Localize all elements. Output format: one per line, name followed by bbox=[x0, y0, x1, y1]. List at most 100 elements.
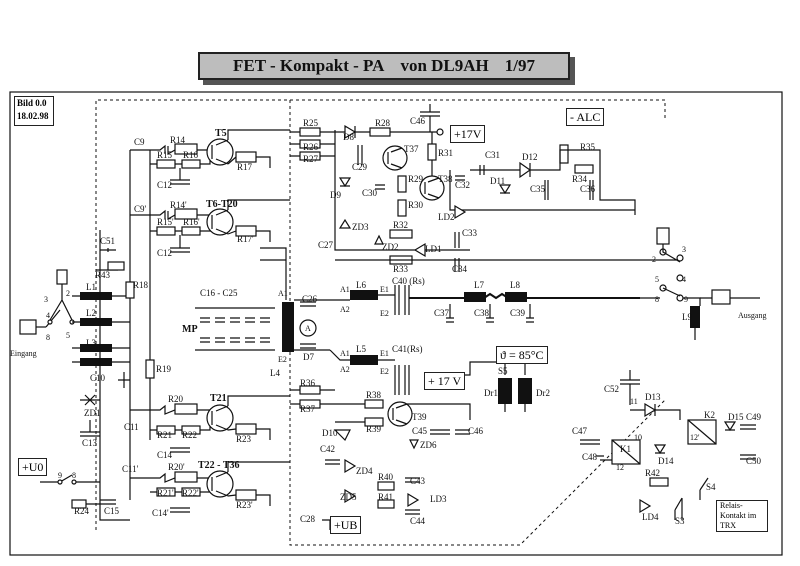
svg-text:R16: R16 bbox=[183, 150, 199, 160]
svg-text:R18: R18 bbox=[133, 280, 149, 290]
drain-resistors bbox=[290, 127, 335, 409]
svg-text:2: 2 bbox=[66, 289, 70, 298]
svg-text:R34: R34 bbox=[572, 174, 588, 184]
svg-text:R37: R37 bbox=[300, 404, 316, 414]
label-c41: C41(Rs) bbox=[392, 344, 423, 354]
svg-text:12: 12 bbox=[616, 463, 624, 472]
svg-text:R14': R14' bbox=[170, 200, 187, 210]
svg-text:L4: L4 bbox=[270, 368, 280, 378]
svg-text:R32: R32 bbox=[393, 220, 408, 230]
label-ausgang: Ausgang bbox=[738, 311, 766, 320]
svg-text:5: 5 bbox=[655, 275, 659, 284]
output-filter bbox=[329, 285, 760, 395]
svg-text:A2: A2 bbox=[340, 365, 350, 374]
svg-text:R20': R20' bbox=[168, 462, 185, 472]
ammeter bbox=[299, 319, 317, 337]
potentiometer-r35 bbox=[559, 144, 569, 164]
svg-text:R40: R40 bbox=[378, 472, 394, 482]
svg-text:S4: S4 bbox=[706, 482, 716, 492]
zener-zd2 bbox=[374, 234, 384, 245]
zener-zd3 bbox=[338, 218, 352, 229]
svg-text:C30: C30 bbox=[362, 188, 378, 198]
inductor-l7 bbox=[464, 292, 486, 302]
svg-text:R33: R33 bbox=[393, 264, 409, 274]
svg-text:C45: C45 bbox=[412, 426, 428, 436]
svg-text:R22: R22 bbox=[182, 430, 197, 440]
svg-text:S3: S3 bbox=[675, 516, 685, 526]
svg-text:2: 2 bbox=[652, 255, 656, 264]
svg-text:ZD3: ZD3 bbox=[352, 222, 369, 232]
figure-id: Bild 0.0 bbox=[17, 98, 47, 108]
svg-text:L1: L1 bbox=[86, 282, 96, 292]
svg-text:C35: C35 bbox=[530, 184, 546, 194]
svg-text:R17: R17 bbox=[237, 162, 253, 172]
svg-text:L3: L3 bbox=[86, 338, 96, 348]
svg-text:LD3: LD3 bbox=[430, 494, 447, 504]
svg-text:A1: A1 bbox=[340, 285, 350, 294]
svg-text:A: A bbox=[305, 324, 311, 333]
label-t22-t36: T22 - T36 bbox=[198, 460, 240, 471]
svg-text:R21: R21 bbox=[157, 430, 172, 440]
svg-text:R41: R41 bbox=[378, 492, 393, 502]
svg-text:5: 5 bbox=[66, 331, 70, 340]
svg-text:D11: D11 bbox=[490, 176, 505, 186]
svg-text:10: 10 bbox=[634, 433, 642, 442]
svg-text:11: 11 bbox=[630, 397, 638, 406]
svg-text:C15: C15 bbox=[104, 506, 120, 516]
svg-text:A2: A2 bbox=[340, 305, 350, 314]
svg-text:R16': R16' bbox=[183, 217, 200, 227]
housing-outline bbox=[95, 99, 666, 530]
svg-text:R21': R21' bbox=[157, 488, 174, 498]
svg-text:C39: C39 bbox=[510, 308, 526, 318]
svg-text:4: 4 bbox=[682, 275, 686, 284]
svg-text:R15: R15 bbox=[157, 150, 173, 160]
svg-text:C32: C32 bbox=[455, 180, 470, 190]
t22-t36-stage bbox=[130, 461, 290, 513]
svg-text:C29: C29 bbox=[352, 162, 368, 172]
combiner-section: A bbox=[195, 247, 330, 352]
svg-text:3: 3 bbox=[44, 295, 48, 304]
resistor-r19 bbox=[145, 359, 155, 379]
switch-s3[interactable] bbox=[674, 497, 683, 520]
plus17v-top-label: +17V bbox=[450, 125, 486, 143]
diode-d9 bbox=[338, 177, 352, 188]
svg-text:LD1: LD1 bbox=[425, 244, 442, 254]
svg-text:R42: R42 bbox=[645, 468, 660, 478]
transformer-l5 bbox=[350, 355, 378, 365]
t6-t20-stage bbox=[96, 199, 290, 271]
svg-text:T38: T38 bbox=[438, 174, 453, 184]
svg-text:R23': R23' bbox=[236, 500, 253, 510]
inductor-l8 bbox=[505, 292, 527, 302]
label-c16-c25: C16 - C25 bbox=[200, 288, 238, 298]
svg-text:L6: L6 bbox=[356, 280, 366, 290]
svg-text:D10: D10 bbox=[322, 428, 338, 438]
input-transformers bbox=[72, 292, 130, 366]
svg-text:Dr1: Dr1 bbox=[484, 388, 498, 398]
svg-text:L8: L8 bbox=[510, 280, 520, 290]
outer-frame bbox=[9, 91, 783, 556]
svg-text:C31: C31 bbox=[485, 150, 500, 160]
svg-text:4: 4 bbox=[46, 311, 50, 320]
thermal-section bbox=[440, 361, 540, 412]
plus17v-mid-label: + 17 V bbox=[424, 372, 466, 390]
input-section bbox=[19, 269, 130, 388]
transistor-t37 bbox=[382, 145, 408, 171]
svg-text:8: 8 bbox=[655, 295, 659, 304]
svg-text:R24: R24 bbox=[74, 506, 90, 516]
thermal-switch-label: ϑ = 85°C bbox=[496, 346, 548, 364]
diode-d13 bbox=[644, 402, 657, 418]
svg-text:3: 3 bbox=[682, 245, 686, 254]
svg-text:C52: C52 bbox=[604, 384, 619, 394]
switch-s4[interactable] bbox=[699, 477, 709, 500]
label-mp: MP bbox=[182, 324, 198, 335]
svg-text:L5: L5 bbox=[356, 344, 366, 354]
svg-text:L7: L7 bbox=[474, 280, 484, 290]
svg-text:D15: D15 bbox=[728, 412, 744, 422]
svg-text:C9: C9 bbox=[134, 137, 145, 147]
svg-text:R25: R25 bbox=[303, 118, 319, 128]
svg-text:C28: C28 bbox=[300, 514, 316, 524]
resistor-r18 bbox=[125, 281, 135, 299]
title-issue: 1/97 bbox=[504, 56, 535, 75]
svg-text:C11': C11' bbox=[122, 464, 139, 474]
